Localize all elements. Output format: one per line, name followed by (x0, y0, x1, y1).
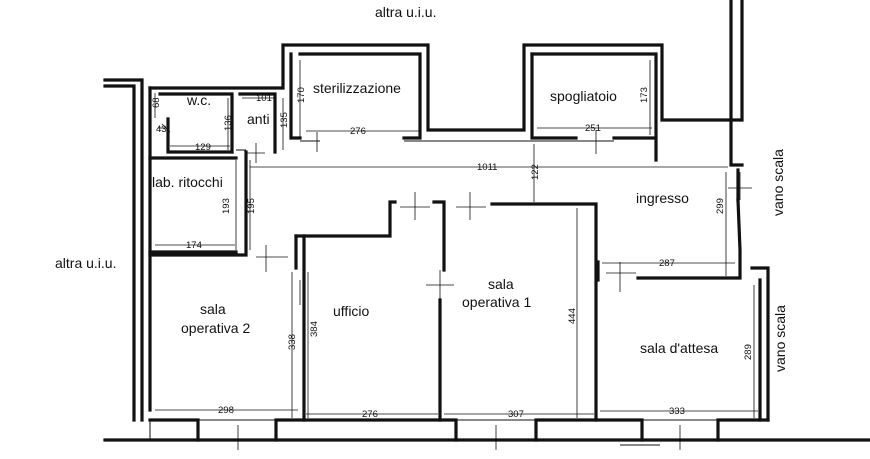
label-altra-left: altra u.i.u. (55, 255, 116, 271)
dim-287: 287 (659, 258, 675, 269)
dim-173: 173 (639, 87, 650, 103)
label-sterilizzazione: sterilizzazione (313, 80, 401, 96)
dim-384: 384 (309, 321, 320, 337)
label-ingresso: ingresso (636, 190, 689, 206)
dim-307: 307 (508, 409, 524, 420)
dim-174: 174 (186, 240, 202, 251)
dim-1011: 1011 (477, 162, 497, 173)
dim-170: 170 (296, 87, 307, 103)
dim-136: 136 (223, 115, 234, 131)
label-sala-op1-line2: operativa 1 (462, 294, 531, 310)
label-sala-op2-line2: operativa 2 (181, 320, 250, 336)
dim-298: 298 (218, 405, 234, 416)
dim-135: 135 (279, 112, 290, 128)
dim-276-top: 276 (350, 126, 366, 137)
dim-444: 444 (567, 308, 578, 324)
door-axis-marks (161, 123, 752, 450)
dim-129: 129 (195, 142, 211, 153)
label-altra-top: altra u.i.u. (375, 4, 436, 20)
room-labels: altra u.i.u. sterilizzazione spogliatoio… (55, 4, 788, 372)
label-anti: anti (247, 111, 270, 127)
dim-289: 289 (743, 344, 754, 360)
label-sala-op1-line1: sala (488, 276, 514, 292)
label-ufficio: ufficio (333, 303, 370, 319)
dim-68: 68 (151, 97, 162, 108)
dim-299: 299 (715, 198, 726, 214)
walls (103, 0, 870, 442)
door-marks (149, 140, 718, 446)
dim-333: 333 (669, 406, 685, 417)
dim-193: 193 (221, 198, 232, 214)
label-wc: w.c. (186, 92, 211, 108)
dim-276-bot: 276 (362, 409, 378, 420)
dim-251: 251 (585, 123, 601, 134)
label-sala-attesa: sala d'attesa (640, 340, 718, 356)
dim-338: 338 (287, 334, 298, 350)
label-vano-scala-2: vano scala (772, 305, 788, 372)
label-vano-scala-1: vano scala (770, 149, 786, 216)
label-sala-op2-line1: sala (200, 301, 226, 317)
label-spogliatoio: spogliatoio (550, 88, 617, 104)
dim-101: 101 (256, 93, 272, 104)
dim-43: 43 (156, 124, 167, 135)
dim-195: 195 (246, 198, 257, 214)
dimension-labels: 68 43 129 136 101 135 170 276 251 173 10… (151, 87, 754, 420)
label-lab-ritocchi: lab. ritocchi (152, 174, 223, 190)
dimension-lines (154, 60, 758, 418)
dim-122: 122 (530, 164, 541, 180)
